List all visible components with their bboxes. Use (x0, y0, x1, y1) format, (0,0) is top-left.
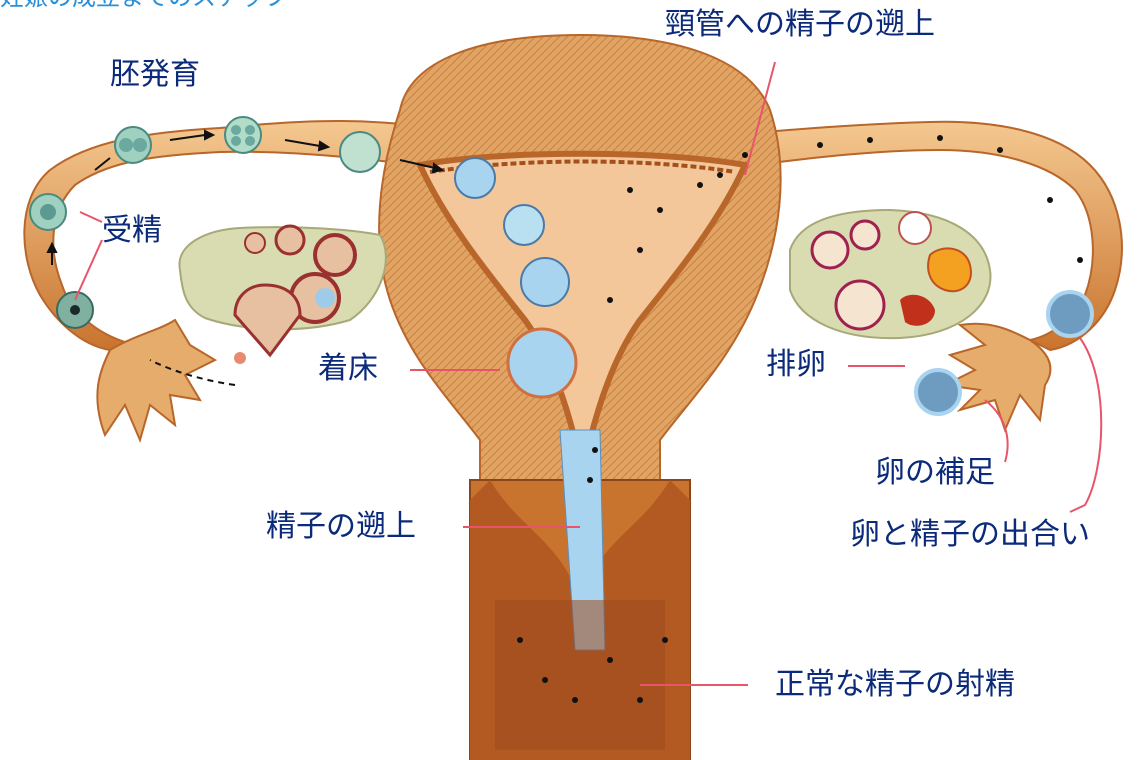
label-normal-ejaculation: 正常な精子の射精 (775, 668, 1015, 702)
label-egg-sperm-meeting: 卵と精子の出合い (850, 518, 1090, 552)
label-embryo-development: 胚発育 (110, 58, 200, 92)
label-implantation: 着床 (318, 352, 378, 386)
label-ovulation: 排卵 (766, 348, 826, 382)
left-ovary (179, 226, 385, 364)
label-fertilization: 受精 (102, 214, 162, 248)
cervix-vagina (470, 430, 690, 760)
label-cervical-sperm-ascent: 頸管への精子の遡上 (665, 8, 935, 42)
right-ovary (790, 210, 990, 338)
label-sperm-ascent: 精子の遡上 (266, 510, 416, 544)
label-egg-pickup: 卵の補足 (875, 456, 995, 490)
